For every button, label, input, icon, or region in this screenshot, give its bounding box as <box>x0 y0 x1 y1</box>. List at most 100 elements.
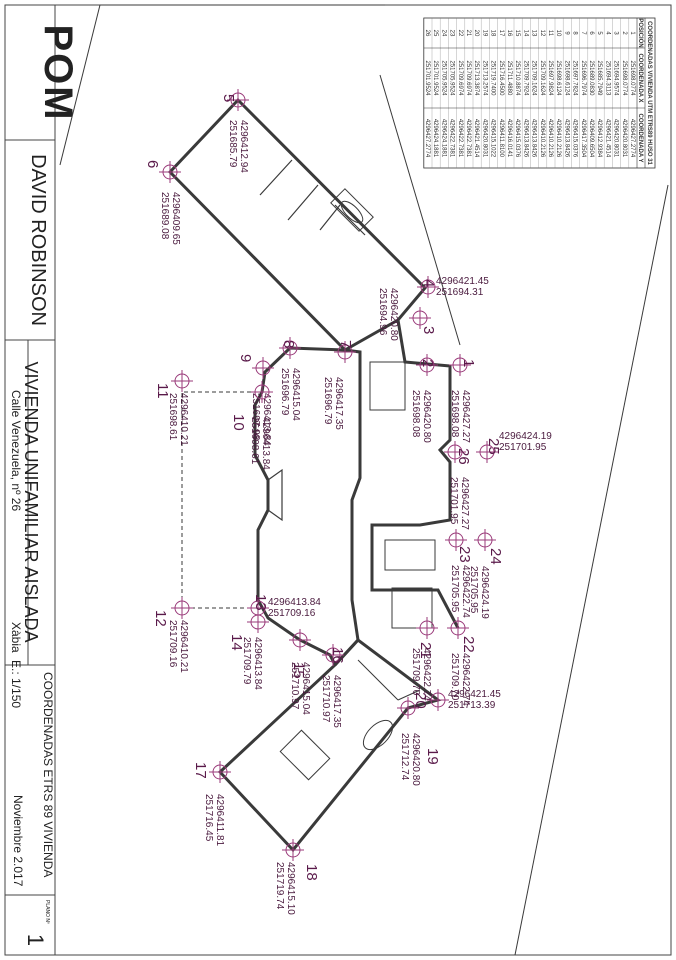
table-cell: 20 <box>473 30 479 37</box>
marker-coord-y: 4296413.84 <box>252 637 263 690</box>
table-cell: 14 <box>522 30 528 37</box>
marker-number: 23 <box>456 546 473 563</box>
table-cell: 4 <box>604 31 610 35</box>
table-cell: 4296420.8031 <box>621 119 627 158</box>
table-cell: 251713.3874 <box>473 60 479 96</box>
table-cell: 4296416.0141 <box>506 119 512 158</box>
marker-coord-y: 4296427.27 <box>460 390 471 443</box>
table-cell: 11 <box>547 30 553 37</box>
table-cell: 251709.6974 <box>457 60 463 96</box>
project-town: Xàbia <box>9 622 23 653</box>
table-cell: 26 <box>424 30 430 37</box>
project-address: Calle Venezuela, nº 26 <box>9 390 23 511</box>
table-cell: 4296412.9384 <box>596 119 602 158</box>
table-cell: 251694.3113 <box>604 61 610 96</box>
table-cell: 251716.4500 <box>498 60 504 96</box>
table-cell: 251696.7974 <box>580 60 586 96</box>
table-title: COORDENADAS VIVIENDA UTM ETRS89 HUSO 31 <box>646 21 652 165</box>
sheet-label: PLANO Nº <box>44 900 50 924</box>
marker-coord-x: 251709.79 <box>241 637 252 685</box>
table-cell: 7 <box>580 31 586 35</box>
table-cell: 251697.7824 <box>572 60 578 96</box>
table-cell: 25 <box>432 30 438 37</box>
table-cell: 5 <box>596 31 602 35</box>
marker-number: 5 <box>220 94 237 102</box>
marker-number: 19 <box>424 748 441 765</box>
table-cell: 24 <box>440 30 446 37</box>
marker-coord-y: 4296417.35 <box>333 377 344 430</box>
marker-coord-y: 4296415.10 <box>285 862 296 915</box>
table-cell: 4296424.1881 <box>432 119 438 158</box>
table-cell: 251705.9524 <box>449 60 455 96</box>
table-cell: 251709.6974 <box>465 60 471 96</box>
upper-wing-walls <box>167 97 428 352</box>
marker-coord-x: 251694.96 <box>377 288 388 336</box>
marker-coord-x: 251705.95 <box>468 566 479 614</box>
client-name: DAVID ROBINSON <box>27 154 49 326</box>
parcel-boundary <box>59 4 669 956</box>
marker-coord-y: 4296409.65 <box>170 192 181 245</box>
table-cell: 18 <box>490 30 496 37</box>
table-cell: 251694.9574 <box>613 60 619 96</box>
title-block: POM DAVID ROBINSON VIVIENDA UNIFAMILIAR … <box>5 5 80 955</box>
marker-coord-y: 4296421.45 <box>448 689 501 700</box>
table-cell: 4296415.1022 <box>490 119 496 158</box>
table-cell: 251689.0830 <box>588 60 594 96</box>
table-header: COORDENADA Y <box>637 113 643 162</box>
marker-coord-y: 4296415.04 <box>300 662 311 715</box>
project-name: VIVIENDA UNIFAMILIAR AISLADA <box>21 361 41 642</box>
marker-number: 16 <box>329 647 346 664</box>
marker-number: 25 <box>485 438 502 455</box>
marker-coord-x: 251698.61 <box>249 417 260 465</box>
table-cell: 251719.7400 <box>490 60 496 96</box>
table-cell: 4296410.2126 <box>539 119 545 158</box>
marker-coord-x: 251697.98 <box>250 393 261 441</box>
marker-coord-y: 4296424.19 <box>499 431 552 442</box>
table-cell: 19 <box>481 30 487 37</box>
table-cell: 4296420.8031 <box>481 119 487 158</box>
marker-number: 8 <box>280 340 297 348</box>
marker-coord-x: 251709.70 <box>410 648 421 696</box>
marker-number: 15 <box>290 662 307 679</box>
marker-coord-y: 4296411.81 <box>214 794 225 847</box>
table-cell: 4296413.8426 <box>563 119 569 158</box>
marker-coord-y: 4296413.84 <box>261 393 272 446</box>
table-header: COORDENADA X <box>637 53 643 102</box>
marker-number: 14 <box>228 634 245 651</box>
table-cell: 251709.7924 <box>522 60 528 96</box>
marker-number: 10 <box>230 414 247 431</box>
marker-number: 3 <box>420 326 437 334</box>
table-cell: 4296421.4514 <box>604 119 610 158</box>
marker-coord-x: 251719.74 <box>274 862 285 910</box>
marker-coord-y: 4296420.80 <box>410 733 421 786</box>
marker-coord-y: 4296413.84 <box>268 597 321 608</box>
marker-coord-y: 4296422.74 <box>460 653 471 706</box>
table-cell: 4296420.8031 <box>613 119 619 158</box>
marker-coord-x: 251685.79 <box>227 120 238 168</box>
marker-number: 24 <box>487 548 504 565</box>
sheet-number: 1 <box>23 934 48 946</box>
table-cell: 4296410.2126 <box>555 119 561 158</box>
table-cell: 16 <box>506 30 512 37</box>
table-cell: 251698.0774 <box>621 60 627 96</box>
marker-coord-y: 4296415.04 <box>290 368 301 421</box>
table-cell: 251709.1624 <box>531 60 537 96</box>
drawing-scale: E.: 1/150 <box>9 660 23 708</box>
table-cell: 4296413.8426 <box>531 119 537 158</box>
table-cell: 4296417.3504 <box>580 119 586 158</box>
table-cell: 4296415.0376 <box>572 119 578 158</box>
